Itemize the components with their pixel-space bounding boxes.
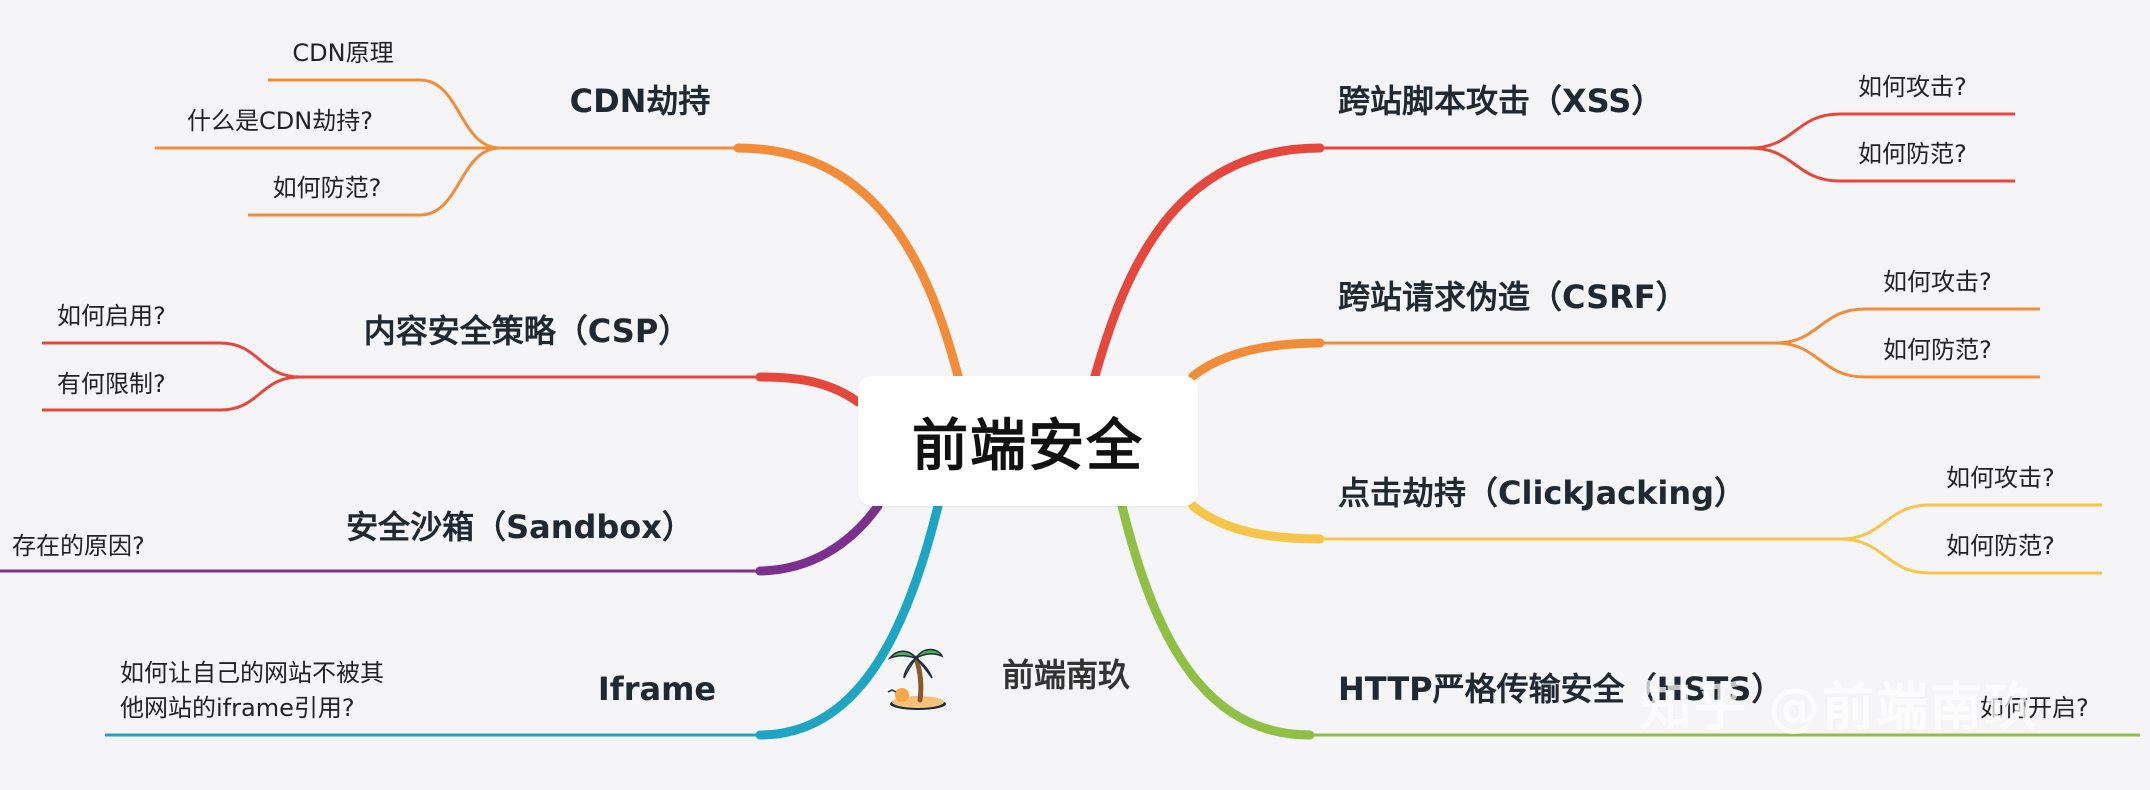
- branch-csrf-child-curve-2: [1774, 341, 2040, 379]
- branch-xss-child-2: 如何防范?: [1858, 140, 1967, 168]
- branch-clickjacking-child-1: 如何攻击?: [1946, 464, 2055, 492]
- branch-csp-label: 内容安全策略（CSP）: [364, 312, 691, 350]
- branch-iframe-child-2: 他网站的iframe引用?: [120, 694, 355, 722]
- branch-hsts-main-curve: [1117, 501, 1315, 740]
- branch-clickjacking-child-2: 如何防范?: [1946, 532, 2055, 560]
- branch-clickjacking-main-curve: [1188, 501, 1325, 544]
- branch-csrf-child-1: 如何攻击?: [1883, 268, 1992, 296]
- branch-cdn-child-3: 如何防范?: [273, 174, 382, 202]
- branch-iframe-child-1: 如何让自己的网站不被其: [120, 659, 384, 687]
- branch-csrf-label: 跨站请求伪造（CSRF）: [1338, 278, 1688, 316]
- branch-xss-child-curve-1: [1749, 112, 2015, 150]
- branch-cdn-child-curve-1: [268, 78, 501, 150]
- branch-hsts-label: HTTP严格传输安全（HSTS）: [1338, 670, 1783, 708]
- branch-csp-main-curve: [755, 372, 863, 407]
- branch-csp: 内容安全策略（CSP） 如何启用? 有何限制?: [42, 302, 863, 412]
- branch-clickjacking: 点击劫持（ClickJacking） 如何攻击? 如何防范?: [1188, 464, 2102, 575]
- branch-cdn-child-1: CDN原理: [292, 39, 393, 67]
- branch-cdn: CDN劫持 CDN原理 什么是CDN劫持? 如何防范?: [155, 39, 963, 381]
- branch-xss-label: 跨站脚本攻击（XSS）: [1338, 82, 1663, 120]
- branch-sandbox-main-curve: [755, 501, 883, 576]
- branch-clickjacking-child-curve-2: [1839, 537, 2102, 575]
- branch-iframe-label: Iframe: [598, 670, 716, 708]
- branch-cdn-child-curve-3: [248, 146, 501, 217]
- branch-hsts: HTTP严格传输安全（HSTS） 如何开启?: [1117, 501, 2140, 740]
- branch-clickjacking-child-curve-1: [1839, 503, 2102, 541]
- branch-xss-main-curve: [1090, 143, 1325, 381]
- center-node: 前端安全: [858, 376, 1198, 506]
- branch-csp-child-1: 如何启用?: [57, 302, 166, 330]
- branch-csrf-child-curve-1: [1774, 307, 2040, 345]
- palm-island-icon: [887, 648, 946, 710]
- center-node-label: 前端安全: [912, 413, 1144, 479]
- branch-sandbox-child-1: 存在的原因?: [12, 532, 145, 560]
- branch-cdn-main-curve: [733, 143, 963, 381]
- branch-cdn-child-2: 什么是CDN劫持?: [187, 107, 373, 135]
- branch-xss-child-curve-2: [1749, 146, 2015, 183]
- branch-xss-child-1: 如何攻击?: [1858, 73, 1967, 101]
- branch-csrf: 跨站请求伪造（CSRF） 如何攻击? 如何防范?: [1188, 268, 2040, 381]
- branch-csrf-main-curve: [1188, 338, 1325, 381]
- branch-sandbox-label: 安全沙箱（Sandbox）: [346, 508, 694, 546]
- branch-iframe-main-curve: [755, 501, 943, 740]
- branch-csp-child-curve-2: [42, 375, 301, 412]
- branch-csrf-child-2: 如何防范?: [1883, 336, 1992, 364]
- branch-csp-child-2: 有何限制?: [57, 370, 166, 398]
- author-label: 前端南玖: [1002, 656, 1131, 694]
- branch-xss: 跨站脚本攻击（XSS） 如何攻击? 如何防范?: [1090, 73, 2015, 381]
- branch-sandbox: 安全沙箱（Sandbox） 存在的原因?: [0, 501, 883, 576]
- branch-cdn-label: CDN劫持: [570, 82, 711, 120]
- branch-hsts-child-1: 如何开启?: [1980, 694, 2089, 722]
- branch-iframe: Iframe 如何让自己的网站不被其 他网站的iframe引用?: [105, 501, 943, 740]
- branch-clickjacking-label: 点击劫持（ClickJacking）: [1338, 474, 1746, 512]
- branch-csp-child-curve-1: [42, 341, 301, 379]
